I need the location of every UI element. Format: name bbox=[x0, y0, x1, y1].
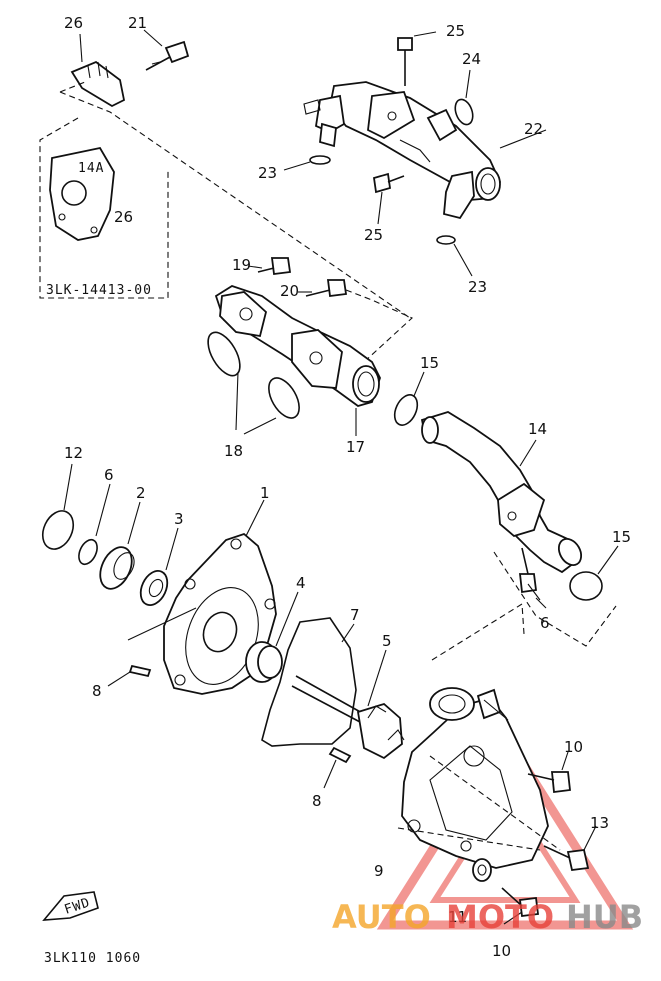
dowel-pin-8-center bbox=[328, 746, 352, 764]
watermark-auto: AUTO bbox=[332, 898, 431, 936]
callout-4: 4 bbox=[296, 574, 306, 592]
callout-6b: 6 bbox=[540, 614, 550, 632]
callout-6a: 6 bbox=[104, 466, 114, 484]
outlet-pipe-22 bbox=[303, 81, 501, 220]
o-ring-18-b bbox=[268, 377, 300, 419]
bolt-13 bbox=[543, 845, 590, 871]
bolt-25-side bbox=[372, 172, 405, 194]
callouts: 26 21 25 24 22 23 26 25 19 20 23 15 14 1… bbox=[64, 14, 631, 960]
inset-part-number: 3LK-14413-00 bbox=[46, 283, 152, 298]
bracket-stamp: 14A bbox=[78, 161, 104, 176]
o-ring-15-bottom bbox=[569, 571, 603, 601]
o-ring-24 bbox=[454, 98, 474, 126]
callout-17: 17 bbox=[346, 438, 365, 456]
callout-10b: 10 bbox=[492, 942, 511, 960]
callout-8a: 8 bbox=[92, 682, 102, 700]
callout-1: 1 bbox=[260, 484, 270, 502]
impeller-shaft-5 bbox=[291, 675, 405, 760]
callout-11: 11 bbox=[448, 908, 467, 926]
bolt-16 bbox=[518, 547, 538, 594]
callout-21: 21 bbox=[128, 14, 147, 32]
dowel-pin-8-left bbox=[128, 664, 152, 678]
inset-box bbox=[39, 117, 169, 299]
bearing-2 bbox=[99, 546, 135, 590]
callout-22: 22 bbox=[524, 120, 543, 138]
callout-26b: 26 bbox=[114, 208, 133, 226]
watermark-text: AUTO MOTO HUB bbox=[332, 898, 643, 936]
fwd-label: FWD bbox=[63, 895, 93, 917]
watermark-hub: HUB bbox=[566, 898, 643, 936]
watermark-moto: MOTO bbox=[446, 898, 554, 936]
bolt-10-bottom bbox=[501, 887, 540, 918]
bolt-10-right bbox=[527, 771, 571, 794]
o-ring-15-top bbox=[393, 394, 419, 426]
fwd-arrow-icon bbox=[42, 891, 99, 921]
callout-18: 18 bbox=[224, 442, 243, 460]
callout-7: 7 bbox=[350, 606, 360, 624]
hose-14 bbox=[420, 411, 583, 574]
callout-9: 9 bbox=[374, 862, 384, 880]
o-ring-23-right bbox=[436, 235, 456, 245]
o-ring-18-a bbox=[207, 331, 241, 377]
impeller-4 bbox=[245, 641, 283, 683]
callout-5: 5 bbox=[382, 632, 392, 650]
callout-24: 24 bbox=[462, 50, 481, 68]
circlip-6 bbox=[78, 538, 98, 566]
callout-14: 14 bbox=[528, 420, 547, 438]
bolt-21 bbox=[145, 40, 190, 71]
bolt-25-top bbox=[397, 37, 413, 86]
callout-15a: 15 bbox=[420, 354, 439, 372]
callout-19: 19 bbox=[232, 256, 251, 274]
callout-26a: 26 bbox=[64, 14, 83, 32]
washer-11 bbox=[472, 858, 492, 882]
callout-15b: 15 bbox=[612, 528, 631, 546]
callout-23b: 23 bbox=[468, 278, 487, 296]
callout-10a: 10 bbox=[564, 738, 583, 756]
callout-2: 2 bbox=[136, 484, 146, 502]
pump-body bbox=[401, 687, 549, 869]
clip-bracket-inset bbox=[49, 146, 115, 241]
callout-25b: 25 bbox=[364, 226, 383, 244]
callout-23a: 23 bbox=[258, 164, 277, 182]
bolt-20 bbox=[305, 279, 348, 298]
callout-3: 3 bbox=[174, 510, 184, 528]
callout-13: 13 bbox=[590, 814, 609, 832]
callout-12: 12 bbox=[64, 444, 83, 462]
callout-8b: 8 bbox=[312, 792, 322, 810]
clip-bracket-26 bbox=[70, 60, 126, 108]
seal-ring-12 bbox=[41, 510, 75, 550]
o-ring-23-left bbox=[309, 155, 331, 165]
joint-pipe-17 bbox=[214, 285, 381, 407]
oil-seal-3 bbox=[139, 570, 169, 606]
callout-20: 20 bbox=[280, 282, 299, 300]
gasket-7 bbox=[261, 617, 357, 747]
footer-code: 3LK110 1060 bbox=[44, 951, 141, 966]
bolt-19 bbox=[257, 257, 292, 276]
callout-25a: 25 bbox=[446, 22, 465, 40]
